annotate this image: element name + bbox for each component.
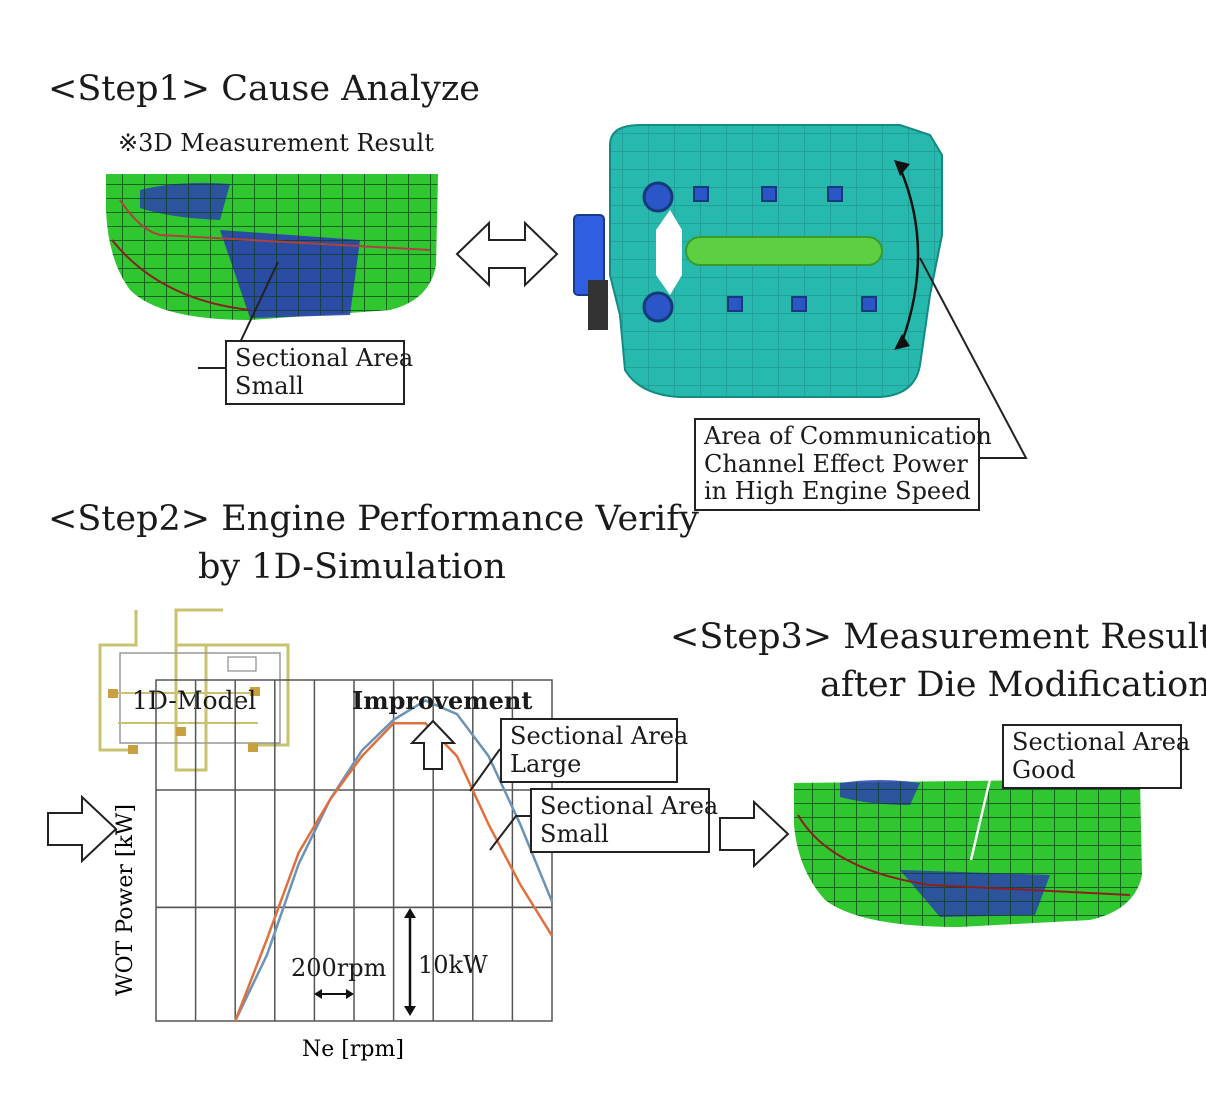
wot-power-chart: WOT Power [kW] Ne [rpm] [113, 679, 554, 1062]
callout-line: Channel Effect Power [704, 449, 968, 478]
callout-line: Large [510, 749, 582, 778]
callout-line: Sectional Area [1012, 728, 1191, 756]
callout-line: Sectional Area [540, 792, 719, 820]
y-axis-label: WOT Power [kW] [113, 804, 138, 996]
callout-sectional-good: Sectional Area Good [1002, 724, 1191, 790]
1d-model-schematic [98, 608, 290, 772]
callout-line: Small [540, 819, 609, 848]
callout-channel-effect: Area of Communication Channel Effect Pow… [694, 418, 992, 511]
rpm-scale-label: 200rpm [291, 954, 387, 982]
leader-line-channel [919, 257, 1028, 459]
series-line-small [234, 721, 554, 1022]
callout-sectional-large: Sectional Area Large [500, 718, 689, 784]
callout-sectional-small-before: Sectional Area Small [225, 340, 414, 406]
up-arrow-icon [410, 719, 456, 770]
leader-line-large [469, 748, 501, 792]
step2-title-line2: by 1D-Simulation [198, 547, 506, 587]
kw-scale-label: 10kW [418, 951, 488, 979]
right-arrow-icon [47, 795, 118, 863]
intake-manifold-image [573, 124, 943, 398]
double-arrow-icon [455, 220, 559, 288]
height-arrow-icon [894, 160, 920, 350]
chart-series [234, 699, 554, 1022]
step3-title-line1: <Step3> Measurement Result [670, 617, 1206, 657]
step3-title-line2: after Die Modification [820, 665, 1206, 705]
scan-image-before [106, 174, 438, 320]
series-line-large [234, 699, 554, 1022]
callout-line: in High Engine Speed [704, 477, 971, 506]
improvement-label: Improvement [352, 686, 533, 715]
right-arrow-icon [719, 800, 790, 868]
callout-line: Sectional Area [510, 722, 689, 750]
rpm-scale-arrow-icon [314, 989, 354, 999]
scan-image-after [794, 779, 1142, 927]
callout-sectional-small-chart: Sectional Area Small [530, 788, 719, 854]
callout-line: Sectional Area [235, 344, 414, 372]
kw-scale-arrow-icon [404, 908, 416, 1016]
step1-title: <Step1> Cause Analyze [48, 69, 480, 109]
callout-line: Small [235, 371, 304, 400]
callout-line: Area of Communication [704, 422, 992, 450]
x-axis-label: Ne [rpm] [302, 1037, 404, 1062]
step1-subtitle: ※3D Measurement Result [118, 129, 434, 157]
leader-line-small-chart [489, 815, 532, 851]
callout-line: Good [1012, 755, 1076, 784]
step2-title-line1: <Step2> Engine Performance Verify [48, 499, 699, 539]
